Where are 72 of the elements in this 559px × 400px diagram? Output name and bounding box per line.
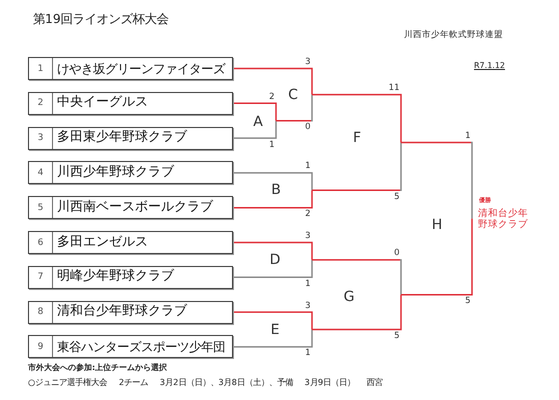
team-box — [28, 231, 233, 254]
seed-number: 9 — [29, 336, 53, 358]
date-text: R7.1.12 — [474, 61, 506, 70]
seed-number: 2 — [29, 92, 53, 114]
seed-number: 3 — [29, 128, 53, 149]
bracket-line — [233, 120, 277, 139]
score-label: 0 — [394, 249, 400, 258]
seed-number: 7 — [29, 266, 53, 288]
match-letter: G — [344, 290, 354, 304]
score-label: 1 — [465, 132, 470, 140]
score-label: 5 — [465, 297, 470, 306]
team-name: けやき坂グリーンファイターズ — [57, 61, 225, 76]
organizer-name: 川西市少年軟式野球連盟 — [404, 31, 503, 41]
match-letter: H — [432, 218, 442, 232]
team-box — [28, 196, 233, 220]
bracket-line — [312, 294, 402, 330]
team-name: 多田エンゼルス — [57, 235, 148, 250]
team-name: 川西南ベースボールクラブ — [57, 200, 213, 216]
note-text: ○ジュニア選手権大会 2チーム 3月2日（日）、3月8日（土）、予備 3月9日（日） 西宮 — [28, 378, 383, 388]
seed-number: 6 — [29, 232, 53, 253]
team-box — [28, 92, 233, 115]
bracket-line — [233, 330, 313, 348]
team-name: 川西少年野球クラブ — [57, 165, 174, 180]
score-label: 3 — [305, 232, 310, 240]
seed-number: 5 — [29, 197, 53, 218]
score-label: 2 — [305, 210, 310, 219]
team-name: 清和台少年野球クラブ — [57, 304, 187, 320]
score-label: 1 — [305, 280, 310, 288]
score-label: 11 — [388, 84, 400, 93]
match-letter: D — [270, 252, 280, 267]
score-label: 1 — [305, 162, 310, 171]
team-name: 中央イーグルス — [57, 96, 148, 111]
seed-number: 1 — [29, 58, 53, 79]
seed-number: 4 — [29, 162, 53, 184]
bracket-line — [233, 190, 313, 208]
bracket-line — [233, 311, 313, 330]
champion-name: 清和台少年野球クラブ — [478, 209, 529, 231]
bracket-line — [401, 142, 473, 219]
bracket-line — [312, 142, 402, 192]
match-letter: B — [271, 183, 281, 198]
bracket-line — [401, 218, 473, 296]
bracket-line — [233, 260, 313, 278]
score-label: 5 — [394, 332, 400, 340]
match-letter: E — [270, 322, 280, 336]
bracket-line — [233, 102, 277, 121]
bracket-line — [233, 68, 313, 95]
score-label: 5 — [394, 192, 400, 202]
score-label: 1 — [305, 349, 310, 358]
match-letter: A — [253, 114, 263, 129]
score-label: 1 — [269, 140, 274, 150]
team-box — [28, 161, 233, 184]
bracket-line — [233, 172, 313, 190]
match-letter: F — [352, 131, 362, 146]
team-box — [28, 266, 233, 289]
team-box — [28, 57, 233, 80]
seed-number: 8 — [29, 302, 53, 323]
title: 第19回ライオンズ杯大会 — [33, 12, 169, 26]
bracket-line — [276, 94, 313, 122]
team-name: 東谷ハンターズスポーツ少年団 — [57, 340, 225, 354]
bracket-line — [312, 94, 402, 142]
team-name: 明峰少年野球クラブ — [57, 270, 174, 285]
team-box — [28, 300, 233, 324]
score-label: 2 — [269, 92, 274, 102]
team-box — [28, 335, 233, 358]
bracket-line — [312, 259, 402, 295]
score-label: 0 — [305, 123, 310, 132]
score-label: 3 — [305, 58, 310, 66]
match-letter: C — [288, 88, 298, 102]
team-box — [28, 126, 233, 150]
bracket-line — [233, 242, 313, 260]
score-label: 3 — [305, 302, 310, 310]
team-name: 多田東少年野球クラブ — [57, 130, 187, 146]
